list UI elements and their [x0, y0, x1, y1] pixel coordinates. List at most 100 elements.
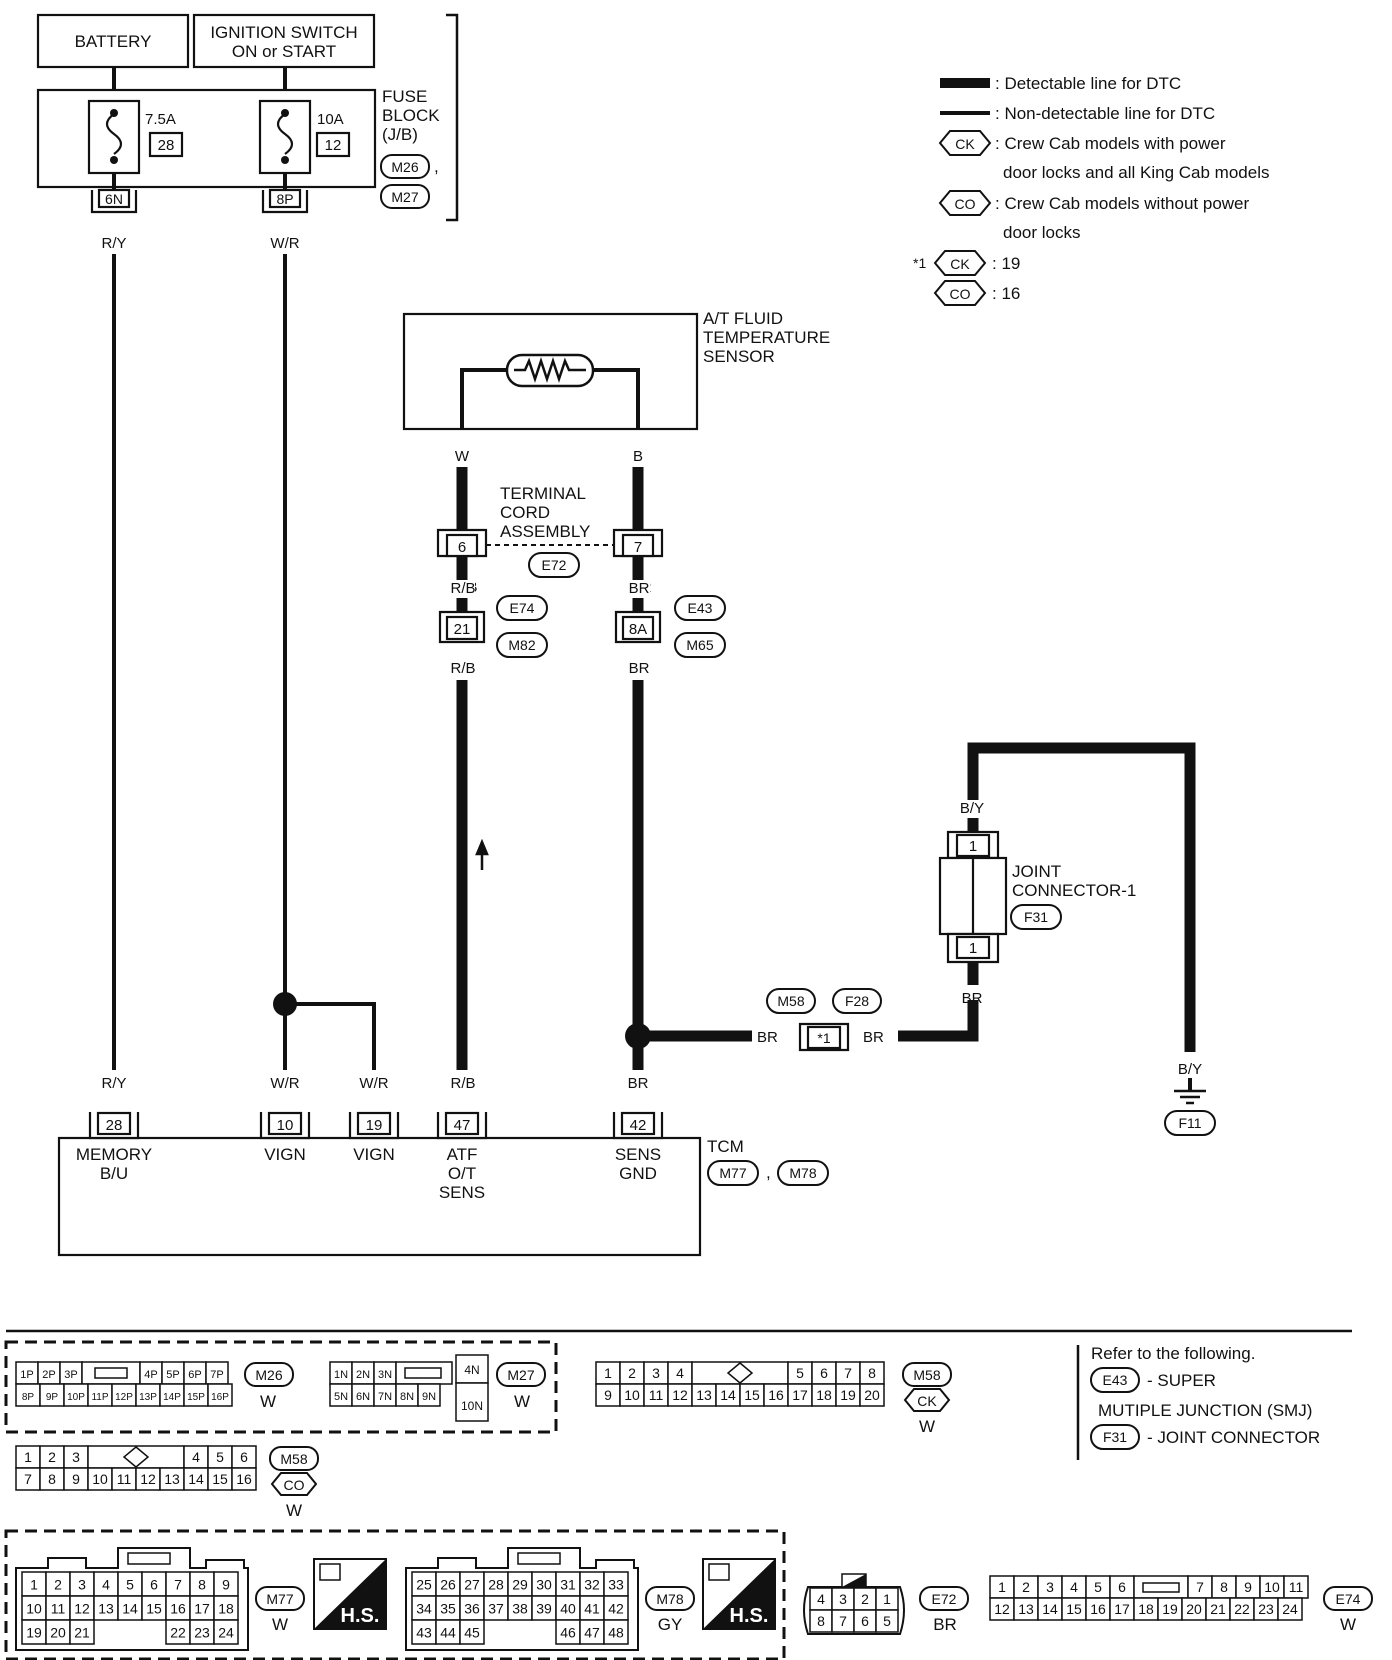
fuse-block-title-3: (J/B): [382, 125, 418, 144]
m58co-pin-1: 1: [24, 1449, 32, 1465]
m58co-pin-12: 12: [140, 1471, 156, 1487]
svg-text:E72: E72: [542, 557, 567, 573]
refer-e43-tag: E43: [1103, 1372, 1128, 1388]
e74-pin-20: 20: [1186, 1601, 1202, 1617]
m58ck-color: W: [919, 1417, 935, 1436]
tcm-wire-br-b: BR: [628, 1075, 649, 1092]
fuse-28-rating: 7.5A: [145, 111, 176, 128]
m26-pin-16P: 16P: [211, 1392, 229, 1403]
fuse-12-number: 12: [325, 137, 342, 154]
m77-cell: [93, 1571, 119, 1597]
tcm-pin-label: SENS: [439, 1183, 485, 1202]
battery-box: BATTERY: [36, 13, 190, 69]
fuse-28-number: 28: [158, 137, 175, 154]
svg-text:1: 1: [969, 940, 977, 957]
m26-pin-7P: 7P: [210, 1369, 223, 1381]
m78-cell: [579, 1619, 605, 1645]
m78-cell: [459, 1619, 485, 1645]
e72-pin-7: 7: [839, 1613, 847, 1629]
m77-pin-10: 10: [26, 1600, 42, 1616]
m77-pin-13: 13: [98, 1600, 114, 1616]
e72-cell: [875, 1609, 899, 1633]
ignition-switch-box: IGNITION SWITCH ON or START: [192, 13, 376, 69]
e74-pin-11: 11: [1289, 1579, 1304, 1595]
svg-text:M78: M78: [789, 1165, 816, 1181]
m78-pin-31: 31: [560, 1576, 576, 1592]
e74-pin-3: 3: [1046, 1579, 1054, 1595]
legend-ck-1: : Crew Cab models with power: [995, 134, 1226, 153]
e74-pin-10: 10: [1264, 1579, 1280, 1595]
tcm-pin-28: 28: [106, 1117, 123, 1134]
m77-pin-8: 8: [198, 1576, 206, 1592]
m58ck-pin-13: 13: [696, 1387, 712, 1403]
svg-text:8A: 8A: [629, 621, 647, 638]
m58ck-pin-12: 12: [672, 1387, 688, 1403]
e72-pin-5: 5: [883, 1613, 891, 1629]
wire-br-4: BR: [863, 1029, 884, 1046]
e74-pin-4: 4: [1070, 1579, 1078, 1595]
e74-pin-12: 12: [994, 1601, 1010, 1617]
tcm-pin-label: SENS: [615, 1145, 661, 1164]
m27-pin-3N: 3N: [378, 1369, 392, 1381]
m58ck-pin-18: 18: [816, 1387, 832, 1403]
m27-pin-9N: 9N: [422, 1391, 436, 1403]
m78-pin-37: 37: [488, 1600, 504, 1616]
fuse-block-title-2: BLOCK: [382, 106, 440, 125]
m58co-pin-10: 10: [92, 1471, 108, 1487]
m77-cell: [69, 1595, 95, 1621]
m78-pin-40: 40: [560, 1600, 576, 1616]
e74-pin-7: 7: [1196, 1579, 1204, 1595]
svg-text:8P: 8P: [276, 191, 293, 207]
m58ck-pin-6: 6: [820, 1365, 828, 1381]
svg-text:M82: M82: [508, 637, 535, 653]
refer-e43-desc2: MUTIPLE JUNCTION (SMJ): [1098, 1401, 1312, 1420]
wire-b: B: [633, 448, 643, 465]
m58ck-cell: [859, 1383, 885, 1407]
m77-name: M77: [266, 1591, 293, 1607]
m77-cell: [213, 1619, 239, 1645]
m77-pin-23: 23: [194, 1624, 210, 1640]
svg-text:F11: F11: [1178, 1115, 1201, 1131]
svg-text:7: 7: [634, 539, 642, 556]
m58ck-pin-8: 8: [868, 1365, 876, 1381]
ignition-label-1: IGNITION SWITCH: [210, 23, 357, 42]
m78-cell: [531, 1595, 557, 1621]
m58co-pin-16: 16: [236, 1471, 252, 1487]
e74-pin-21: 21: [1210, 1601, 1226, 1617]
m77-pin-9: 9: [222, 1576, 230, 1592]
m58ck-pin-4: 4: [676, 1365, 684, 1381]
m77-pin-22: 22: [170, 1624, 186, 1640]
tcm-pin-label: VIGN: [353, 1145, 395, 1164]
m77-pin-7: 7: [174, 1576, 182, 1592]
m27-pin-5N: 5N: [334, 1391, 348, 1403]
m78-pin-27: 27: [464, 1576, 480, 1592]
m77-cell: [45, 1619, 71, 1645]
m58co-pin-13: 13: [164, 1471, 180, 1487]
m77-pin-17: 17: [194, 1600, 210, 1616]
m78-pin-26: 26: [440, 1576, 456, 1592]
m77-pin-4: 4: [102, 1576, 110, 1592]
tcm-title: TCM: [707, 1137, 744, 1156]
sensor-label-3: SENSOR: [703, 347, 775, 366]
e74-pin-15: 15: [1066, 1601, 1082, 1617]
refer-e43-desc: - SUPER: [1147, 1371, 1216, 1390]
svg-text:M65: M65: [686, 637, 713, 653]
legend-star-ck: : 19: [992, 254, 1020, 273]
m26-pin-9P: 9P: [46, 1392, 59, 1403]
m78-pin-34: 34: [416, 1600, 432, 1616]
m58ck-pin-3: 3: [652, 1365, 660, 1381]
connector-e43-m65: 8A E43 M65: [614, 595, 726, 658]
m77-pin-24: 24: [218, 1624, 234, 1640]
m78-name: M78: [656, 1591, 683, 1607]
m58co-pin-9: 9: [72, 1471, 80, 1487]
m77-pin-15: 15: [146, 1600, 162, 1616]
fuse-block-title-1: FUSE: [382, 87, 427, 106]
e72-color: BR: [933, 1615, 957, 1634]
m58co-pin-5: 5: [216, 1449, 224, 1465]
wire-ry-top: R/Y: [101, 235, 126, 252]
sensor-label-2: TEMPERATURE: [703, 328, 830, 347]
m78-pin-36: 36: [464, 1600, 480, 1616]
